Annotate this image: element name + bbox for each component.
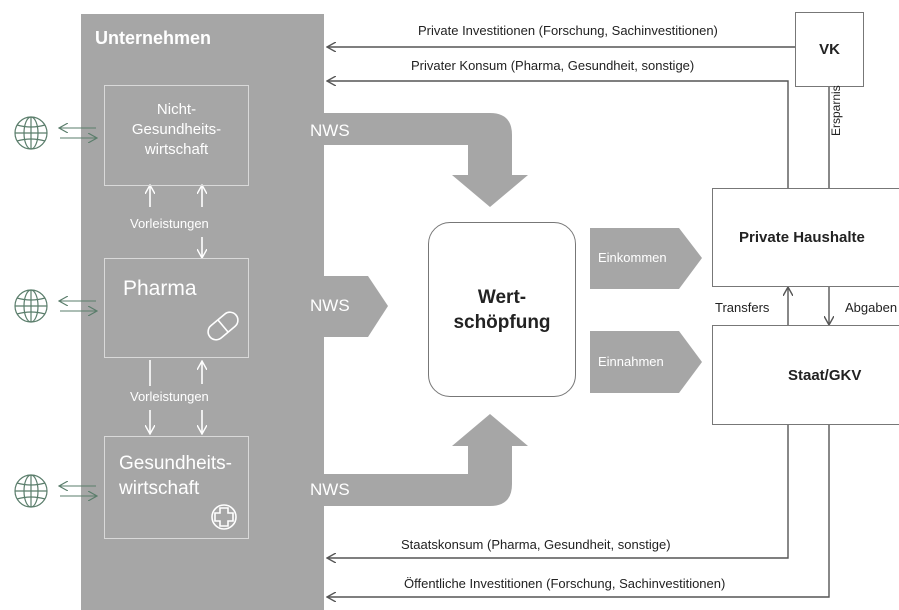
sector-non-health-label: Nicht-Gesundheits-wirtschaft <box>131 101 222 158</box>
nws-label-middle: NWS <box>310 296 350 315</box>
vk-box: VK <box>795 12 864 87</box>
transfers-label: Transfers <box>715 300 770 315</box>
vorleistungen-label: Vorleistungen <box>130 216 209 231</box>
wertschoepfung-label: Wert-schöpfung <box>453 287 551 333</box>
abgaben-label: Abgaben <box>845 300 898 315</box>
staatskonsum-label: Staatskonsum (Pharma, Gesundheit, sonsti… <box>401 537 671 552</box>
oeff-invest-label: Öffentliche Investitionen (Forschung, Sa… <box>404 576 726 591</box>
sector-pharma: Pharma <box>104 258 249 358</box>
vorleistungen-label: Vorleistungen <box>130 389 209 404</box>
nws-label-top: NWS <box>310 121 350 140</box>
sector-health-label: Gesundheits-wirtschaft <box>119 453 233 499</box>
nws-arrow-middle <box>283 276 388 337</box>
wertschoepfung-box: Wert-schöpfung <box>428 222 576 397</box>
globe-icon <box>14 116 48 150</box>
ersparnis-label: Ersparnis <box>829 85 843 136</box>
plus-icon <box>211 504 237 530</box>
sector-non-health: Nicht-Gesundheits-wirtschaft <box>104 85 249 186</box>
vk-label: VK <box>819 41 840 58</box>
state-label: Staat/GKV <box>788 367 862 384</box>
private-konsum-label: Privater Konsum (Pharma, Gesundheit, son… <box>411 58 695 73</box>
einnahmen-arrow <box>590 331 702 393</box>
state-box: Staat/GKV <box>712 325 899 425</box>
sector-pharma-label: Pharma <box>123 277 197 300</box>
households-box: Private Haushalte <box>712 188 899 287</box>
pill-icon <box>207 311 239 341</box>
households-label: Private Haushalte <box>739 229 865 246</box>
einnahmen-label: Einnahmen <box>598 354 664 369</box>
nws-label-bottom: NWS <box>310 480 350 499</box>
private-invest-label: Private Investitionen (Forschung, Sachin… <box>418 23 718 38</box>
einkommen-label: Einkommen <box>598 250 667 265</box>
globe-icon <box>14 289 48 323</box>
globe-icon <box>14 474 48 508</box>
einkommen-arrow <box>590 228 702 289</box>
sector-health: Gesundheits-wirtschaft <box>104 436 249 539</box>
nws-arrow-top <box>283 113 528 207</box>
nws-arrow-bottom <box>283 414 528 506</box>
panel-title: Unternehmen <box>95 28 212 48</box>
